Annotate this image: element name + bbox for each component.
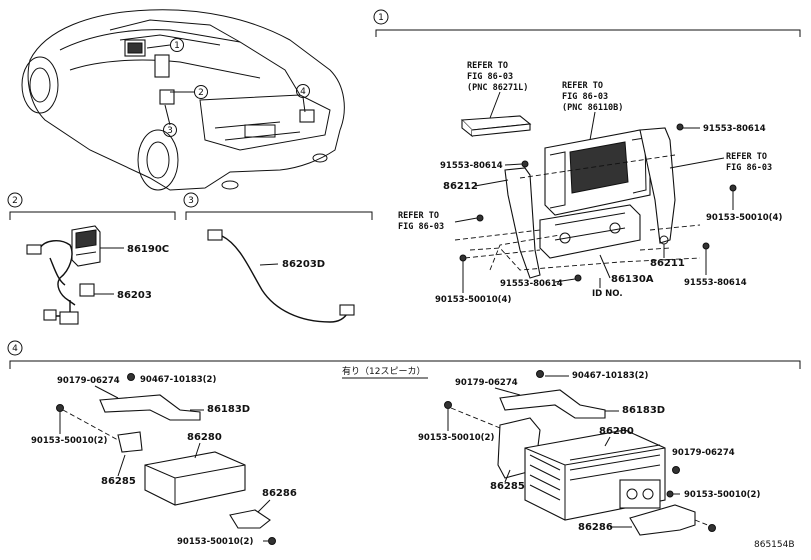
ref-b-line3: (PNC 86110B) bbox=[562, 103, 623, 113]
label-90179-06274-r: 90179-06274 bbox=[455, 378, 518, 388]
section-4-right: 90179-06274 90467-10183(2) 86183D 90153-… bbox=[418, 370, 760, 536]
callout-3: 3 bbox=[167, 126, 173, 136]
label-91553-80614-a: 91553-80614 bbox=[703, 124, 766, 134]
section-4: 4 有り（12スピーカ） 90179-06274 90467-10183(2) … bbox=[7, 340, 801, 547]
section-2: 2 86190C 86203 bbox=[7, 192, 176, 325]
label-90179-06274-l: 90179-06274 bbox=[57, 376, 120, 386]
label-90153-50010-2-l: 90153-50010(2) bbox=[31, 436, 107, 446]
label-86286-r: 86286 bbox=[578, 522, 613, 533]
label-86203: 86203 bbox=[117, 290, 152, 301]
label-91553-80614-d: 91553-80614 bbox=[684, 278, 747, 288]
section-1: 1 REFER TO FIG 86-03 (PNC 86271L) REFER … bbox=[373, 9, 801, 305]
label-86203d: 86203D bbox=[282, 259, 325, 270]
label-86212: 86212 bbox=[443, 181, 478, 192]
label-90153-50010-4-a: 90153-50010(4) bbox=[706, 213, 782, 223]
label-86190c: 86190C bbox=[127, 244, 169, 255]
label-86130a: 86130A bbox=[611, 274, 654, 285]
ref-a-line3: (PNC 86271L) bbox=[467, 83, 528, 93]
ref-b-line2: FIG 86-03 bbox=[562, 92, 608, 102]
section-4-left: 90179-06274 90467-10183(2) 86183D 86280 … bbox=[31, 373, 297, 547]
ref-c-line2: FIG 86-03 bbox=[726, 163, 772, 173]
label-86286-l: 86286 bbox=[262, 488, 297, 499]
section-4-badge: 4 bbox=[12, 344, 18, 354]
label-86211: 86211 bbox=[650, 258, 685, 269]
label-86183d-l: 86183D bbox=[207, 404, 250, 415]
callout-4: 4 bbox=[300, 87, 306, 97]
callout-1-circle bbox=[170, 38, 184, 52]
section-1-badge: 1 bbox=[378, 13, 384, 23]
section-3: 3 86203D bbox=[183, 192, 373, 323]
diagram-id: 865154B bbox=[754, 540, 795, 550]
label-90153-50010-2-r: 90153-50010(2) bbox=[418, 433, 494, 443]
label-91553-80614-c: 91553-80614 bbox=[500, 279, 563, 289]
label-90179-06274-r2: 90179-06274 bbox=[672, 448, 735, 458]
ref-a-line2: FIG 86-03 bbox=[467, 72, 513, 82]
label-90153-50010-2-lb: 90153-50010(2) bbox=[177, 537, 253, 547]
ref-b-line1: REFER TO bbox=[562, 81, 603, 91]
callout-2: 2 bbox=[198, 88, 204, 98]
callout-1: 1 bbox=[174, 41, 180, 51]
label-86280-l: 86280 bbox=[187, 432, 222, 443]
car-overview: 1 2 3 4 bbox=[21, 9, 345, 191]
ref-c-line1: REFER TO bbox=[726, 152, 767, 162]
label-id-no: ID NO. bbox=[592, 289, 623, 299]
label-86183d-r: 86183D bbox=[622, 405, 665, 416]
label-86280-r: 86280 bbox=[599, 426, 634, 437]
section-3-badge: 3 bbox=[188, 196, 194, 206]
label-90467-10183-r: 90467-10183(2) bbox=[572, 371, 648, 381]
section-2-badge: 2 bbox=[12, 196, 18, 206]
note-12-speaker: 有り（12スピーカ） bbox=[342, 365, 425, 377]
ref-a-line1: REFER TO bbox=[467, 61, 508, 71]
label-91553-80614-b: 91553-80614 bbox=[440, 161, 503, 171]
label-90467-10183-l: 90467-10183(2) bbox=[140, 375, 216, 385]
label-86285-l: 86285 bbox=[101, 476, 136, 487]
ref-d-line1: REFER TO bbox=[398, 211, 439, 221]
ref-d-line2: FIG 86-03 bbox=[398, 222, 444, 232]
label-86285-r: 86285 bbox=[490, 481, 525, 492]
label-90153-50010-4-b: 90153-50010(4) bbox=[435, 295, 511, 305]
label-90153-50010-2-rb: 90153-50010(2) bbox=[684, 490, 760, 500]
